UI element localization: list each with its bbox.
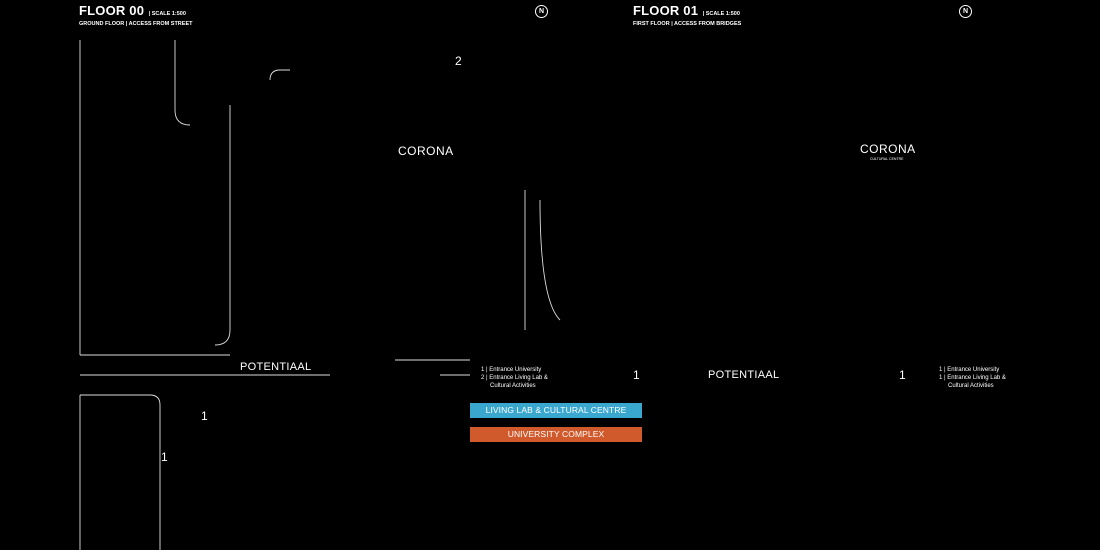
- north-arrow-icon: N: [959, 5, 972, 18]
- floor-00-subtitle: GROUND FLOOR | ACCESS FROM STREET: [79, 21, 193, 27]
- corona-caption-first: CULTURAL CENTRE: [870, 157, 904, 161]
- entrance-number: 1: [161, 450, 168, 464]
- corona-label-first: CORONA: [860, 142, 916, 156]
- floor-01-header: FLOOR 01 | SCALE 1:500 FIRST FLOOR | ACC…: [633, 3, 741, 28]
- floor-01-title: FLOOR 01: [633, 3, 699, 18]
- legend-entrance-living-lab: 2 | Entrance Living Lab &: [481, 375, 548, 381]
- legend-living-lab-bar: LIVING LAB & CULTURAL CENTRE: [470, 403, 642, 418]
- potentiaal-label-ground: POTENTIAAL: [240, 361, 312, 373]
- entrance-number: 1: [899, 368, 906, 382]
- floor-00-plan: [79, 40, 561, 550]
- legend-entrance-university: 1 | Entrance University: [481, 367, 542, 373]
- floor-00-scale: | SCALE 1:500: [148, 11, 186, 17]
- floor-01-subtitle: FIRST FLOOR | ACCESS FROM BRIDGES: [633, 21, 742, 27]
- floor-01-scale: | SCALE 1:500: [702, 11, 740, 17]
- legend-right-entrance-living-lab-cont: Cultural Activities: [948, 383, 994, 389]
- north-arrow-icon: N: [535, 5, 548, 18]
- legend-university-bar: UNIVERSITY COMPLEX: [470, 427, 642, 442]
- floor-00-title: FLOOR 00: [79, 3, 145, 18]
- corona-label-ground: CORONA: [398, 144, 454, 158]
- legend-right-entrance-university: 1 | Entrance University: [939, 367, 1000, 373]
- entrance-number: 1: [201, 409, 208, 423]
- entrance-number: 1: [633, 368, 640, 382]
- legend-right-entrance-living-lab: 1 | Entrance Living Lab &: [939, 375, 1006, 381]
- floor-00-header: FLOOR 00 | SCALE 1:500 GROUND FLOOR | AC…: [79, 3, 192, 28]
- legend-entrance-living-lab-cont: Cultural Activities: [490, 383, 536, 389]
- potentiaal-label-first: POTENTIAAL: [708, 369, 780, 381]
- entrance-number: 2: [455, 54, 462, 68]
- road-lines-left: [79, 40, 561, 550]
